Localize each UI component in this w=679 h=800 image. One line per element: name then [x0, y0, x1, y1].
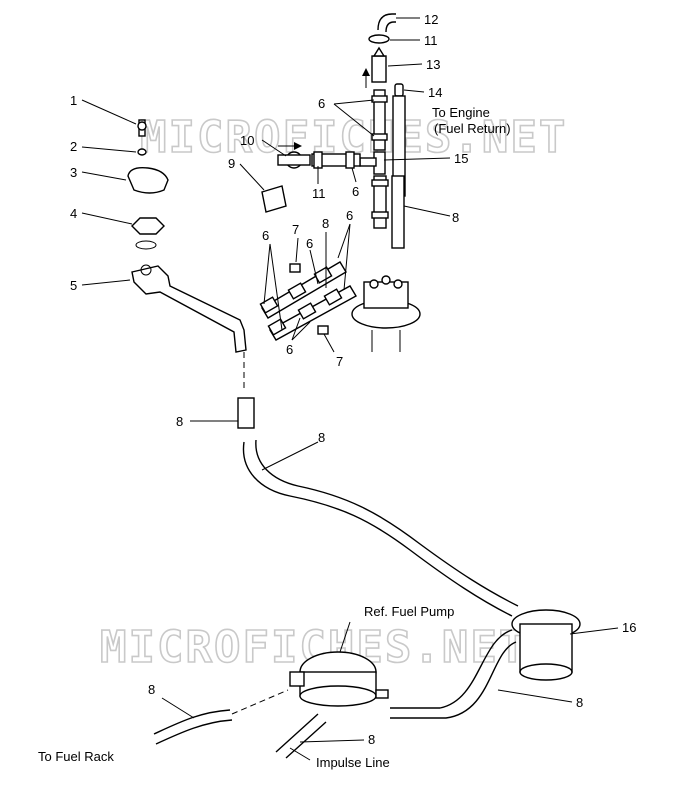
part-8-main-hose	[242, 439, 519, 617]
leader-lines	[81, 17, 619, 761]
part-8-hose-stub	[237, 397, 255, 429]
part-2-washer	[137, 148, 147, 156]
callout-6-bottom: 6	[286, 342, 293, 357]
callout-2: 2	[70, 139, 77, 154]
part-8-hose-filter-pump	[390, 629, 517, 719]
callout-8-hose: 8	[318, 430, 325, 445]
callout-10: 10	[240, 133, 254, 148]
callout-7-bottom: 7	[336, 354, 343, 369]
callout-8-impulse: 8	[368, 732, 375, 747]
callout-6-right: 6	[346, 208, 353, 223]
callout-6-top: 6	[318, 96, 325, 111]
part-4-nut	[131, 217, 165, 235]
part-hose-return-upper	[373, 89, 386, 151]
callout-8-stub: 8	[176, 414, 183, 429]
label-impulse-line: Impulse Line	[316, 755, 390, 770]
part-3-knob	[127, 166, 169, 194]
label-to-engine: To Engine	[432, 105, 490, 120]
label-to-fuel-rack: To Fuel Rack	[38, 749, 114, 764]
part-12-elbow	[377, 13, 396, 33]
callout-16: 16	[622, 620, 636, 635]
part-13-check-valve	[371, 55, 387, 83]
callout-7-top: 7	[292, 222, 299, 237]
callout-3: 3	[70, 165, 77, 180]
label-fuel-return: (Fuel Return)	[434, 121, 511, 136]
callout-8-top: 8	[452, 210, 459, 225]
callout-14: 14	[428, 85, 442, 100]
part-7-fitting-upper	[289, 263, 301, 273]
part-9-clip	[261, 185, 287, 213]
callout-8-mid: 8	[322, 216, 329, 231]
callout-8-filter: 8	[576, 695, 583, 710]
callout-6-center: 6	[306, 236, 313, 251]
callout-6-mid: 6	[352, 184, 359, 199]
part-7-fitting-lower	[317, 325, 329, 335]
label-ref-fuel-pump: Ref. Fuel Pump	[364, 604, 454, 619]
callout-9: 9	[228, 156, 235, 171]
callout-11-mid: 11	[312, 186, 326, 201]
callout-5: 5	[70, 278, 77, 293]
callout-1: 1	[70, 93, 77, 108]
impulse-line-hose	[275, 713, 327, 759]
part-11-clamp	[368, 34, 390, 44]
callout-6-left: 6	[262, 228, 269, 243]
callout-15: 15	[454, 151, 468, 166]
part-8-hose-fuel-rack	[153, 709, 233, 745]
callout-13: 13	[426, 57, 440, 72]
callout-11-top: 11	[424, 33, 438, 48]
callout-4: 4	[70, 206, 77, 221]
callout-12: 12	[424, 12, 438, 27]
part-5-bracket	[131, 265, 247, 353]
part-14-plug	[394, 83, 404, 97]
callout-8-rack: 8	[148, 682, 155, 697]
